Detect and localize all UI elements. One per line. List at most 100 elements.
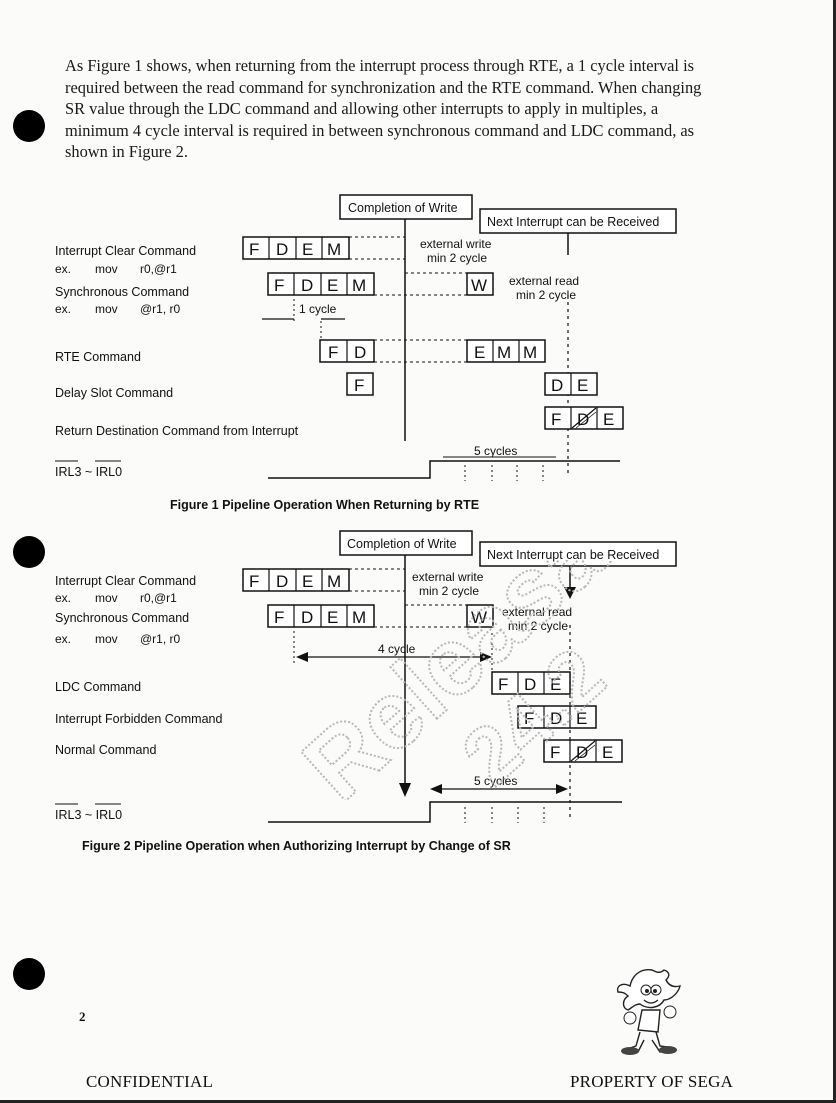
svg-text:E: E <box>603 410 614 429</box>
callout-4-cycle: 4 cycle <box>378 642 416 656</box>
callout-ext-write-4: min 2 cycle <box>419 584 479 598</box>
pipeline-sync-2: F D E M <box>267 604 375 628</box>
label-normal-command: Normal Command <box>55 743 156 757</box>
svg-text:D: D <box>354 343 366 362</box>
figure-1-diagram: Interrupt Clear Command ex. mov r0,@r1 S… <box>55 194 677 512</box>
svg-text:F: F <box>498 675 508 694</box>
callout-ext-read-4: min 2 cycle <box>508 619 568 633</box>
svg-text:D: D <box>550 709 562 728</box>
svg-text:E: E <box>327 608 338 627</box>
svg-text:M: M <box>497 343 511 362</box>
svg-text:D: D <box>301 276 313 295</box>
callout-next-interrupt: Next Interrupt can be Received <box>487 215 659 229</box>
figure-1-caption: Figure 1 Pipeline Operation When Returni… <box>170 498 479 512</box>
label-operand-1: r0,@r1 <box>140 262 177 276</box>
callout-ext-write-2: min 2 cycle <box>427 251 487 265</box>
binder-hole-2 <box>13 536 45 568</box>
pipeline-interrupt-clear-2: F D E M <box>242 568 350 592</box>
label-interrupt-clear-2: Interrupt Clear Command <box>55 574 196 588</box>
label-ex-4: ex. <box>55 632 71 646</box>
pipeline-normal-command: F D E <box>543 739 623 763</box>
intro-paragraph: As Figure 1 shows, when returning from t… <box>65 56 702 161</box>
label-operand-2: @r1, r0 <box>140 302 181 316</box>
pipeline-delay-slot-late: D E <box>544 372 598 396</box>
callout-completion-of-write-2: Completion of Write <box>347 537 457 551</box>
label-interrupt-clear: Interrupt Clear Command <box>55 244 196 258</box>
label-operand-3: r0,@r1 <box>140 591 177 605</box>
label-mov-2: mov <box>95 302 118 316</box>
svg-text:D: D <box>524 675 536 694</box>
figure-2-diagram: Interrupt Clear Command ex. mov r0,@r1 S… <box>55 530 677 853</box>
binder-hole-1 <box>13 110 45 142</box>
svg-text:E: E <box>550 675 561 694</box>
sonic-logo <box>616 969 681 1055</box>
label-ex-1: ex. <box>55 262 71 276</box>
svg-text:F: F <box>551 410 561 429</box>
pipeline-sync: F D E M <box>267 272 375 296</box>
label-operand-4: @r1, r0 <box>140 632 181 646</box>
figure-2-caption: Figure 2 Pipeline Operation when Authori… <box>82 839 511 853</box>
svg-text:F: F <box>328 343 338 362</box>
svg-text:E: E <box>576 709 587 728</box>
pipeline-interrupt-clear: F D E M <box>242 236 350 260</box>
callout-ext-write-1: external write <box>420 237 492 251</box>
label-mov-4: mov <box>95 632 118 646</box>
label-irl: IRL3 ~ IRL0 <box>55 465 122 479</box>
callout-5-cycles-1: 5 cycles <box>474 444 517 458</box>
pipeline-interrupt-forbidden: F D E <box>517 705 597 729</box>
svg-text:F: F <box>550 743 560 762</box>
footer-property: PROPERTY OF SEGA <box>570 1072 734 1091</box>
binder-hole-3 <box>13 958 45 990</box>
page-number: 2 <box>79 1009 86 1024</box>
svg-text:M: M <box>327 240 341 259</box>
pipeline-return-destination: F D E <box>544 406 624 430</box>
callout-ext-read-3: external read <box>502 605 572 619</box>
svg-text:F: F <box>354 376 364 395</box>
label-ldc-command: LDC Command <box>55 680 141 694</box>
svg-text:E: E <box>302 572 313 591</box>
svg-text:E: E <box>577 376 588 395</box>
pipeline-rte: F D E M M <box>319 339 546 363</box>
svg-text:D: D <box>301 608 313 627</box>
label-sync-command-2: Synchronous Command <box>55 611 189 625</box>
svg-text:D: D <box>276 240 288 259</box>
svg-text:M: M <box>523 343 537 362</box>
svg-text:W: W <box>471 276 487 295</box>
label-interrupt-forbidden: Interrupt Forbidden Command <box>55 712 222 726</box>
label-sync-command: Synchronous Command <box>55 285 189 299</box>
callout-completion-of-write: Completion of Write <box>348 201 458 215</box>
svg-text:D: D <box>276 572 288 591</box>
page-edge-right <box>833 0 836 1103</box>
label-ex-3: ex. <box>55 591 71 605</box>
label-ex-2: ex. <box>55 302 71 316</box>
callout-ext-read-2: min 2 cycle <box>516 288 576 302</box>
svg-text:W: W <box>471 608 487 627</box>
callout-next-interrupt-2: Next Interrupt can be Received <box>487 548 659 562</box>
svg-text:M: M <box>352 276 366 295</box>
svg-text:M: M <box>327 572 341 591</box>
footer-confidential: CONFIDENTIAL <box>86 1072 214 1091</box>
svg-text:F: F <box>249 572 259 591</box>
label-return-destination: Return Destination Command from Interrup… <box>55 424 299 438</box>
svg-text:E: E <box>474 343 485 362</box>
callout-ext-read-1: external read <box>509 274 579 288</box>
callout-1-cycle: 1 cycle <box>299 302 337 316</box>
label-delay-slot: Delay Slot Command <box>55 386 173 400</box>
callout-ext-write-3: external write <box>412 570 484 584</box>
svg-text:F: F <box>274 608 284 627</box>
svg-text:E: E <box>302 240 313 259</box>
svg-text:F: F <box>524 709 534 728</box>
label-irl-2: IRL3 ~ IRL0 <box>55 808 122 822</box>
svg-text:M: M <box>352 608 366 627</box>
svg-text:F: F <box>249 240 259 259</box>
callout-5-cycles-2: 5 cycles <box>474 774 517 788</box>
pipeline-ldc: F D E <box>491 671 571 695</box>
label-mov-3: mov <box>95 591 118 605</box>
label-mov-1: mov <box>95 262 118 276</box>
svg-text:E: E <box>602 743 613 762</box>
svg-text:E: E <box>327 276 338 295</box>
svg-text:D: D <box>551 376 563 395</box>
label-rte-command: RTE Command <box>55 350 141 364</box>
page-edge-bottom <box>0 1100 836 1103</box>
svg-text:F: F <box>274 276 284 295</box>
